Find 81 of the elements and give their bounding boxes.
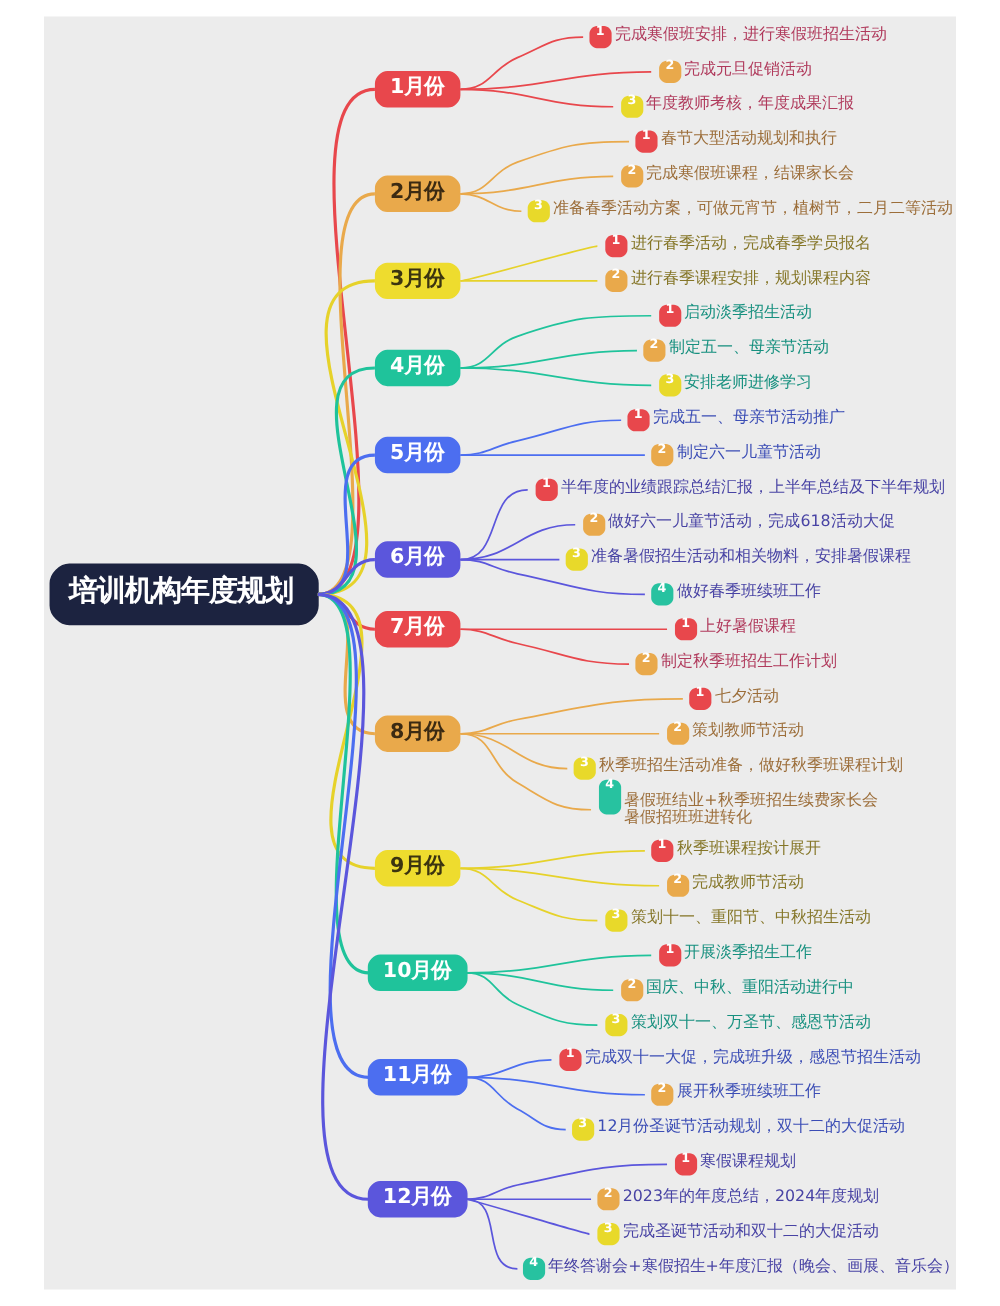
node-box: 5月份 — [374, 436, 461, 474]
node-label: 完成五一、母亲节活动推广 — [652, 407, 845, 426]
node-label: 策划十一、重阳节、中秋招生活动 — [630, 908, 871, 927]
node-label: 策划教师节活动 — [692, 721, 805, 740]
connector — [317, 592, 370, 1201]
node-label: 2023年的年度总结，2024年度规划 — [622, 1186, 880, 1205]
connector — [317, 192, 376, 596]
node-label: 策划双十一、万圣节、感恩节活动 — [630, 1012, 871, 1031]
node-label: 完成寒假班课程，结课家长会 — [646, 164, 855, 182]
node-box: 3月份 — [374, 262, 461, 300]
node-label: 春节大型活动规划和执行 — [660, 129, 837, 148]
connector — [459, 71, 653, 91]
connector — [317, 453, 376, 596]
node-label: 制定秋季班招生工作计划 — [660, 651, 837, 670]
node-label: 制定五一、母亲节活动 — [668, 338, 829, 357]
node-label: 完成教师节活动 — [692, 873, 805, 892]
node-box: 6月份 — [374, 541, 461, 578]
connector — [459, 367, 653, 387]
connector — [459, 867, 660, 887]
connector — [459, 280, 599, 282]
node-label: 秋季班课程按计展开 — [676, 838, 821, 857]
node-box: 8月份 — [374, 715, 461, 752]
connector — [317, 87, 376, 596]
node-label: 启动淡季招生活动 — [684, 303, 813, 322]
node-label: 完成双十一大促，完成班升级，感恩节招生活动 — [584, 1047, 921, 1066]
node-label: 上好暑假课程 — [700, 616, 797, 635]
node-box: 7月份 — [374, 611, 461, 648]
node-label: 制定六一儿童节活动 — [676, 442, 821, 461]
node-label: 国庆、中秋、重阳活动进行中 — [646, 977, 855, 996]
node-box: 培训机构年度规划 — [49, 563, 319, 626]
node-label: 进行春季活动，完成春季学员报名 — [630, 233, 871, 252]
node-label: 安排老师进修学习 — [684, 373, 813, 391]
connector — [465, 1198, 519, 1270]
node-label: 准备暑假招生活动和相关物料，安排暑假课程 — [591, 547, 912, 566]
node-box: 9月份 — [374, 850, 461, 887]
connector — [459, 732, 592, 811]
node-label: 12月份圣诞节活动规划，双十二的大促活动 — [597, 1117, 906, 1136]
connector — [465, 1198, 592, 1201]
node-label: 开展淡季招生工作 — [684, 943, 813, 961]
connector — [317, 592, 370, 1079]
node-box: 11月份 — [367, 1059, 468, 1096]
node-label: 完成寒假班安排，进行寒假班招生活动 — [614, 24, 887, 43]
node-label: 做好六一儿童节活动，完成618活动大促 — [608, 512, 895, 531]
node-label: 年度教师考核，年度成果汇报 — [646, 94, 855, 113]
node-box: 2月份 — [374, 175, 461, 213]
connector — [459, 192, 523, 213]
connector — [459, 454, 646, 456]
node-box: 1月份 — [374, 71, 461, 108]
connector — [465, 971, 599, 1026]
node-label: 七夕活动 — [714, 686, 779, 705]
connector — [459, 628, 668, 631]
node-label: 暑假招班班进转化 — [624, 808, 753, 827]
connector — [459, 867, 599, 922]
connector — [317, 366, 376, 596]
connector — [459, 850, 646, 870]
connector — [459, 245, 599, 282]
connector — [459, 489, 529, 561]
connector — [465, 1163, 668, 1201]
connector — [317, 558, 376, 596]
node-label: 完成元旦促销活动 — [684, 59, 813, 78]
connector — [459, 88, 615, 108]
connector — [465, 1059, 553, 1079]
node-label: 做好春季班续班工作 — [676, 582, 821, 600]
node-label: 展开秋季班续班工作 — [676, 1082, 821, 1101]
node-label: 寒假课程规划 — [700, 1152, 797, 1170]
connector — [459, 558, 646, 596]
connector — [465, 1076, 646, 1096]
connector — [465, 1198, 591, 1235]
node-box: 12月份 — [367, 1181, 468, 1218]
node-label: 进行春季课程安排，规划课程内容 — [630, 268, 871, 287]
node-label: 秋季班招生活动准备，做好秋季班课程计划 — [598, 756, 903, 775]
node-label: 完成圣诞节活动和双十二的大促活动 — [622, 1221, 879, 1240]
connector — [317, 279, 376, 596]
node-label: 准备春季活动方案，可做元宵节，植树节，二月二等活动 — [553, 198, 954, 217]
node-box: 10月份 — [367, 954, 468, 992]
node-label: 半年度的业绩跟踪总结汇报，上半年总结及下半年规划 — [560, 477, 945, 496]
node-box: 4月份 — [374, 349, 461, 387]
node-label: 暑假班结业+秋季班招生续费家长会 — [624, 791, 878, 809]
connector — [459, 628, 630, 665]
node-label: 年终答谢会+寒假招生+年度汇报（晚会、画展、音乐会） — [548, 1256, 959, 1275]
connector — [465, 1076, 567, 1131]
